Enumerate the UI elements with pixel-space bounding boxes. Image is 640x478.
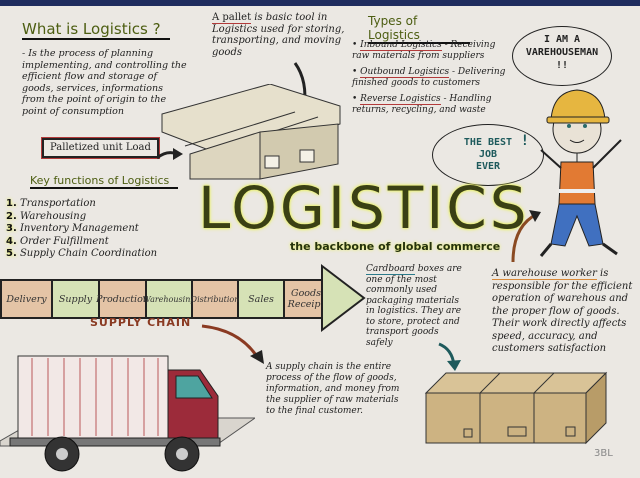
types-list: • Inbound Logistics - Receiving raw mate… (352, 40, 507, 116)
pallet-illustration (161, 84, 341, 180)
type-desc: - Receiving raw materials from suppliers (352, 40, 496, 61)
bubble-line: EVER (475, 161, 501, 172)
item-number: 5. (6, 248, 17, 259)
cardboard-desc: boxes are one of the most commonly used … (366, 264, 462, 348)
type-desc: - Handling returns, recycling, and waste (352, 94, 492, 115)
arrow-icon (511, 210, 541, 263)
type-desc: - Delivering finished goods to customers (352, 67, 506, 88)
type-name: Outbound Logistics (360, 67, 450, 78)
bubble-line: JOB (478, 149, 498, 160)
type-name: Reverse Logistics (360, 94, 441, 105)
arrow-icon (156, 148, 183, 160)
type-name: Inbound Logistics (360, 40, 442, 51)
chain-step: Supply (53, 281, 100, 317)
bubble-exclamation: ! (520, 133, 529, 149)
palletized-unit-load-label: Palletized unit Load (41, 137, 160, 159)
type-item-inbound: • Inbound Logistics - Receiving raw mate… (352, 40, 496, 61)
item-label: Transportation (19, 198, 96, 209)
chain-step: Goods Receipt (285, 281, 327, 317)
supply-chain-arrow: Delivery Supply Production Warehousing D… (0, 279, 329, 319)
chain-step: Production (96, 281, 149, 317)
supply-chain-label: SUPPLY CHAIN (90, 316, 192, 329)
key-function-item: 5. Supply Chain Coordination (6, 248, 157, 261)
type-item-outbound: • Outbound Logistics - Delivering finish… (352, 67, 506, 88)
key-function-item: 1. Transportation (6, 198, 157, 211)
chain-step: Delivery (2, 281, 53, 317)
cardboard-lead: Cardboard (366, 264, 415, 275)
item-label: Warehousing (19, 210, 87, 222)
item-number: 4. (6, 235, 17, 247)
warehouse-worker-text: A warehouse worker is responsible for th… (492, 268, 640, 356)
best-job-speech-bubble: THE BEST JOB EVER ! (432, 124, 544, 186)
item-number: 1. (6, 198, 17, 209)
worker-desc: is responsible for the efficient operati… (492, 268, 633, 354)
chain-step: Sales (239, 281, 285, 317)
bubble-line: !! (555, 60, 569, 71)
item-number: 3. (6, 223, 17, 234)
types-title: Types of Logistics (368, 14, 470, 44)
key-function-item: 4. Order Fulfillment (6, 236, 157, 249)
item-number: 2. (6, 210, 17, 222)
item-label: Inventory Management (19, 223, 139, 234)
main-tagline: the backbone of global commerce (290, 240, 501, 253)
what-is-text: - Is the process of planning implementin… (22, 48, 187, 117)
cardboard-boxes-illustration (424, 371, 608, 445)
poster: What is Logistics ? - Is the process of … (0, 6, 640, 478)
key-function-item: 3. Inventory Management (6, 223, 157, 236)
cardboard-text: Cardboard boxes are one of the most comm… (366, 264, 466, 348)
item-label: Supply Chain Coordination (19, 248, 158, 259)
bubble-line: THE BEST (463, 137, 513, 148)
bubble-line: I AM A (543, 34, 581, 45)
arrow-icon (201, 324, 264, 364)
supply-chain-description: A supply chain is the entire process of … (266, 362, 400, 416)
bubble-line: VAREHOUSEMAN (525, 47, 599, 58)
signature: 3BL (594, 448, 613, 459)
item-label: Order Fulfillment (19, 235, 109, 247)
pallet-text: A pallet is basic tool in Logistics used… (212, 12, 352, 58)
pallet-lead: A pallet (212, 12, 252, 24)
key-functions-list: 1. Transportation 2. Warehousing 3. Inve… (6, 198, 157, 261)
main-title: LOGISTICS (198, 174, 530, 242)
arrow-icon (438, 342, 461, 371)
pallet-desc: is basic tool in Logistics used for stor… (212, 12, 345, 58)
truck-illustration (0, 355, 255, 472)
what-is-title: What is Logistics ? (22, 20, 170, 40)
key-function-item: 2. Warehousing (6, 211, 157, 224)
warehouse-worker-illustration (539, 89, 622, 257)
worker-lead: A warehouse worker (492, 268, 597, 280)
key-functions-title: Key functions of Logistics (30, 174, 178, 189)
arrow-head-icon (321, 264, 366, 332)
chain-step: Warehousing (143, 281, 195, 317)
type-item-reverse: • Reverse Logistics - Handling returns, … (352, 94, 492, 115)
warehouseman-speech-bubble: I AM A VAREHOUSEMAN !! (512, 26, 612, 86)
chain-step: Distribution (191, 281, 239, 317)
